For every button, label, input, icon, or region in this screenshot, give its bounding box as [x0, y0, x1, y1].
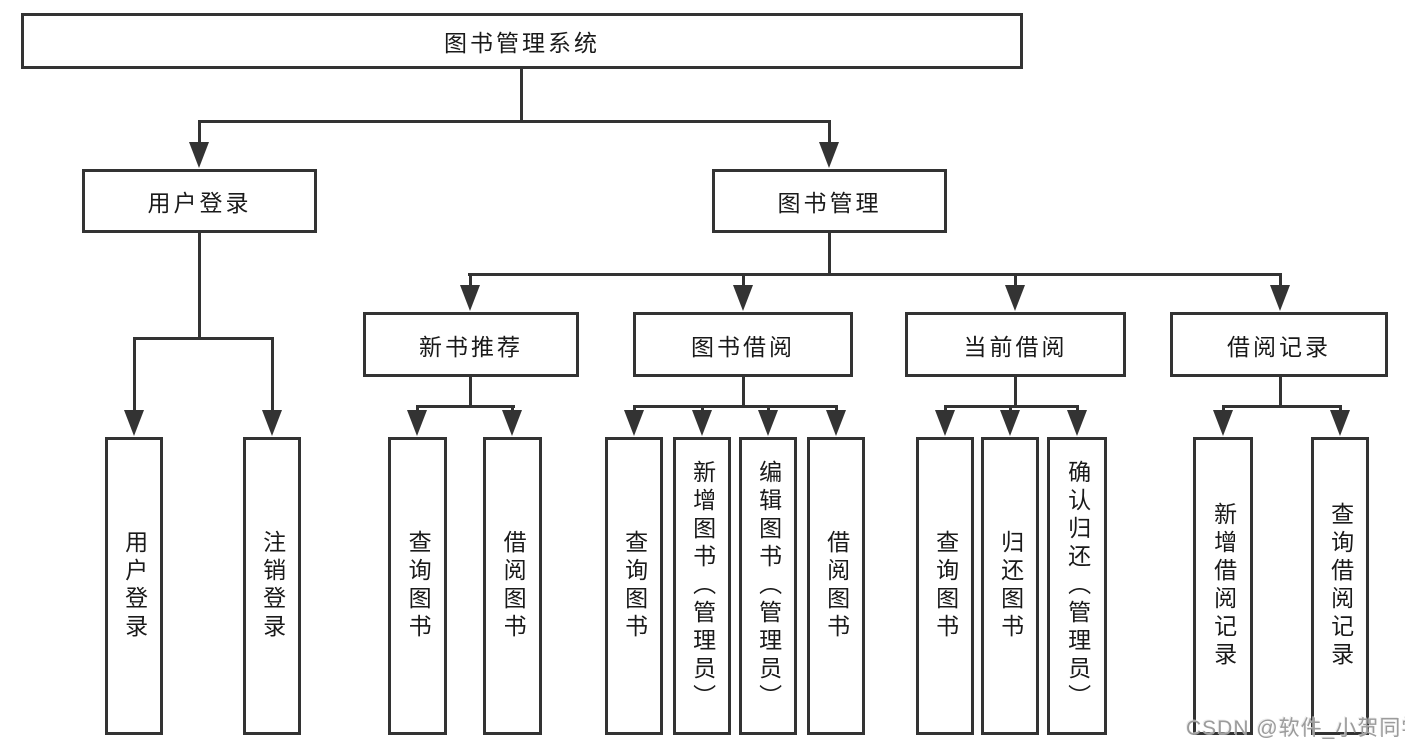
node-label: 用户登录 [147, 190, 252, 216]
leaf-query-books-1: 查询图书 [388, 437, 447, 735]
leaf-query-borrow-record: 查询借阅记录 [1311, 437, 1369, 735]
connector-vline [1014, 273, 1017, 288]
csdn-watermark: CSDN @软件_小贺同学 [1186, 717, 1405, 740]
connector-vline [198, 233, 201, 339]
connector-vline [1279, 377, 1282, 407]
arrowhead-down-icon [692, 410, 712, 436]
leaf-label: 归还图书 [997, 530, 1024, 642]
connector-vline [271, 337, 274, 415]
node-label: 新书推荐 [419, 333, 523, 360]
connector-vline [1076, 405, 1079, 414]
leaf-label: 借阅图书 [823, 530, 850, 642]
arrowhead-down-icon [460, 285, 480, 311]
connector-vline [742, 273, 745, 288]
leaf-label: 查询图书 [405, 530, 432, 642]
connector-vline [633, 405, 636, 414]
leaf-return-books: 归还图书 [981, 437, 1039, 735]
arrowhead-down-icon [935, 410, 955, 436]
connector-vline [1009, 405, 1012, 414]
leaf-label: 编辑图书（管理员） [755, 460, 782, 712]
connector-vline [133, 337, 136, 415]
connector-vline [944, 405, 947, 414]
leaf-user-login: 用户登录 [105, 437, 163, 735]
connector-hline [416, 405, 515, 408]
connector-vline [511, 405, 514, 414]
leaf-label: 新增借阅记录 [1210, 502, 1237, 670]
leaf-logout: 注销登录 [243, 437, 301, 735]
node-label: 图书管理系统 [444, 30, 600, 56]
leaf-borrow-books-1: 借阅图书 [483, 437, 542, 735]
connector-vline [701, 405, 704, 414]
connector-vline [416, 405, 419, 414]
connector-vline [742, 377, 745, 407]
node-label: 图书借阅 [691, 333, 795, 360]
arrowhead-down-icon [124, 410, 144, 436]
leaf-query-books-2: 查询图书 [605, 437, 663, 735]
connector-hline [133, 337, 274, 340]
arrowhead-down-icon [758, 410, 778, 436]
connector-vline [198, 120, 201, 150]
leaf-query-books-3: 查询图书 [916, 437, 974, 735]
arrowhead-down-icon [1270, 285, 1290, 311]
leaf-confirm-return-admin: 确认归还（管理员） [1047, 437, 1107, 735]
arrowhead-down-icon [407, 410, 427, 436]
node-label: 借阅记录 [1227, 333, 1331, 360]
leaf-label: 确认归还（管理员） [1064, 460, 1091, 712]
connector-hline [198, 120, 831, 123]
connector-hline [633, 405, 838, 408]
connector-vline [469, 377, 472, 407]
arrowhead-down-icon [262, 410, 282, 436]
node-current-borrowing: 当前借阅 [905, 312, 1126, 377]
leaf-add-books-admin: 新增图书（管理员） [673, 437, 731, 735]
arrowhead-down-icon [624, 410, 644, 436]
node-new-book-recommendation: 新书推荐 [363, 312, 579, 377]
node-borrowing-records: 借阅记录 [1170, 312, 1388, 377]
connector-vline [828, 233, 831, 275]
arrowhead-down-icon [1067, 410, 1087, 436]
leaf-label: 借阅图书 [500, 530, 527, 642]
node-library-management-system: 图书管理系统 [21, 13, 1023, 69]
leaf-label: 新增图书（管理员） [689, 460, 716, 712]
connector-vline [828, 120, 831, 150]
arrowhead-down-icon [1213, 410, 1233, 436]
node-book-management: 图书管理 [712, 169, 947, 233]
arrowhead-down-icon [826, 410, 846, 436]
leaf-label: 查询借阅记录 [1327, 502, 1354, 670]
node-label: 当前借阅 [963, 333, 1068, 360]
leaf-label: 查询图书 [621, 530, 648, 642]
arrowhead-down-icon [1005, 285, 1025, 311]
arrowhead-down-icon [1330, 410, 1350, 436]
connector-vline [1222, 405, 1225, 414]
node-label: 图书管理 [777, 190, 882, 216]
arrowhead-down-icon [733, 285, 753, 311]
leaf-add-borrow-record: 新增借阅记录 [1193, 437, 1253, 735]
arrowhead-down-icon [819, 142, 839, 168]
leaf-label: 用户登录 [121, 530, 148, 642]
connector-vline [1279, 273, 1282, 288]
arrowhead-down-icon [502, 410, 522, 436]
connector-vline [767, 405, 770, 414]
arrowhead-down-icon [1000, 410, 1020, 436]
connector-vline [520, 69, 523, 122]
leaf-label: 查询图书 [932, 530, 959, 642]
connector-hline [468, 273, 1282, 276]
leaf-borrow-books-2: 借阅图书 [807, 437, 865, 735]
arrowhead-down-icon [189, 142, 209, 168]
leaf-edit-books-admin: 编辑图书（管理员） [739, 437, 797, 735]
connector-vline [469, 273, 472, 288]
connector-hline [1222, 405, 1342, 408]
node-user-login: 用户登录 [82, 169, 317, 233]
node-book-borrowing: 图书借阅 [633, 312, 853, 377]
connector-vline [1014, 377, 1017, 407]
connector-vline [835, 405, 838, 414]
leaf-label: 注销登录 [259, 530, 286, 642]
connector-vline [1339, 405, 1342, 414]
